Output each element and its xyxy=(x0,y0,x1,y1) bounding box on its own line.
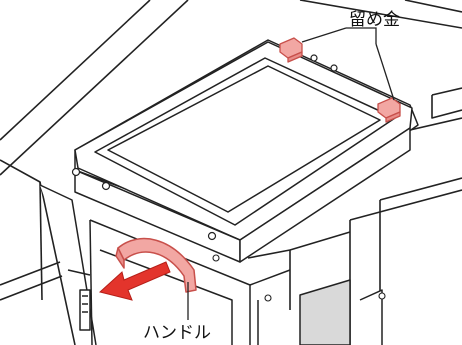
tray-screws xyxy=(71,54,390,241)
arrow-left-icon xyxy=(98,261,171,301)
clasp-right xyxy=(377,97,401,123)
base-screws xyxy=(212,254,386,302)
clasp-left xyxy=(279,37,303,63)
tray-chassis xyxy=(74,39,419,263)
clasp-label: 留め金 xyxy=(349,10,400,30)
handle xyxy=(115,237,197,293)
handle-label: ハンドル xyxy=(143,323,211,343)
leader-lines xyxy=(187,27,395,320)
